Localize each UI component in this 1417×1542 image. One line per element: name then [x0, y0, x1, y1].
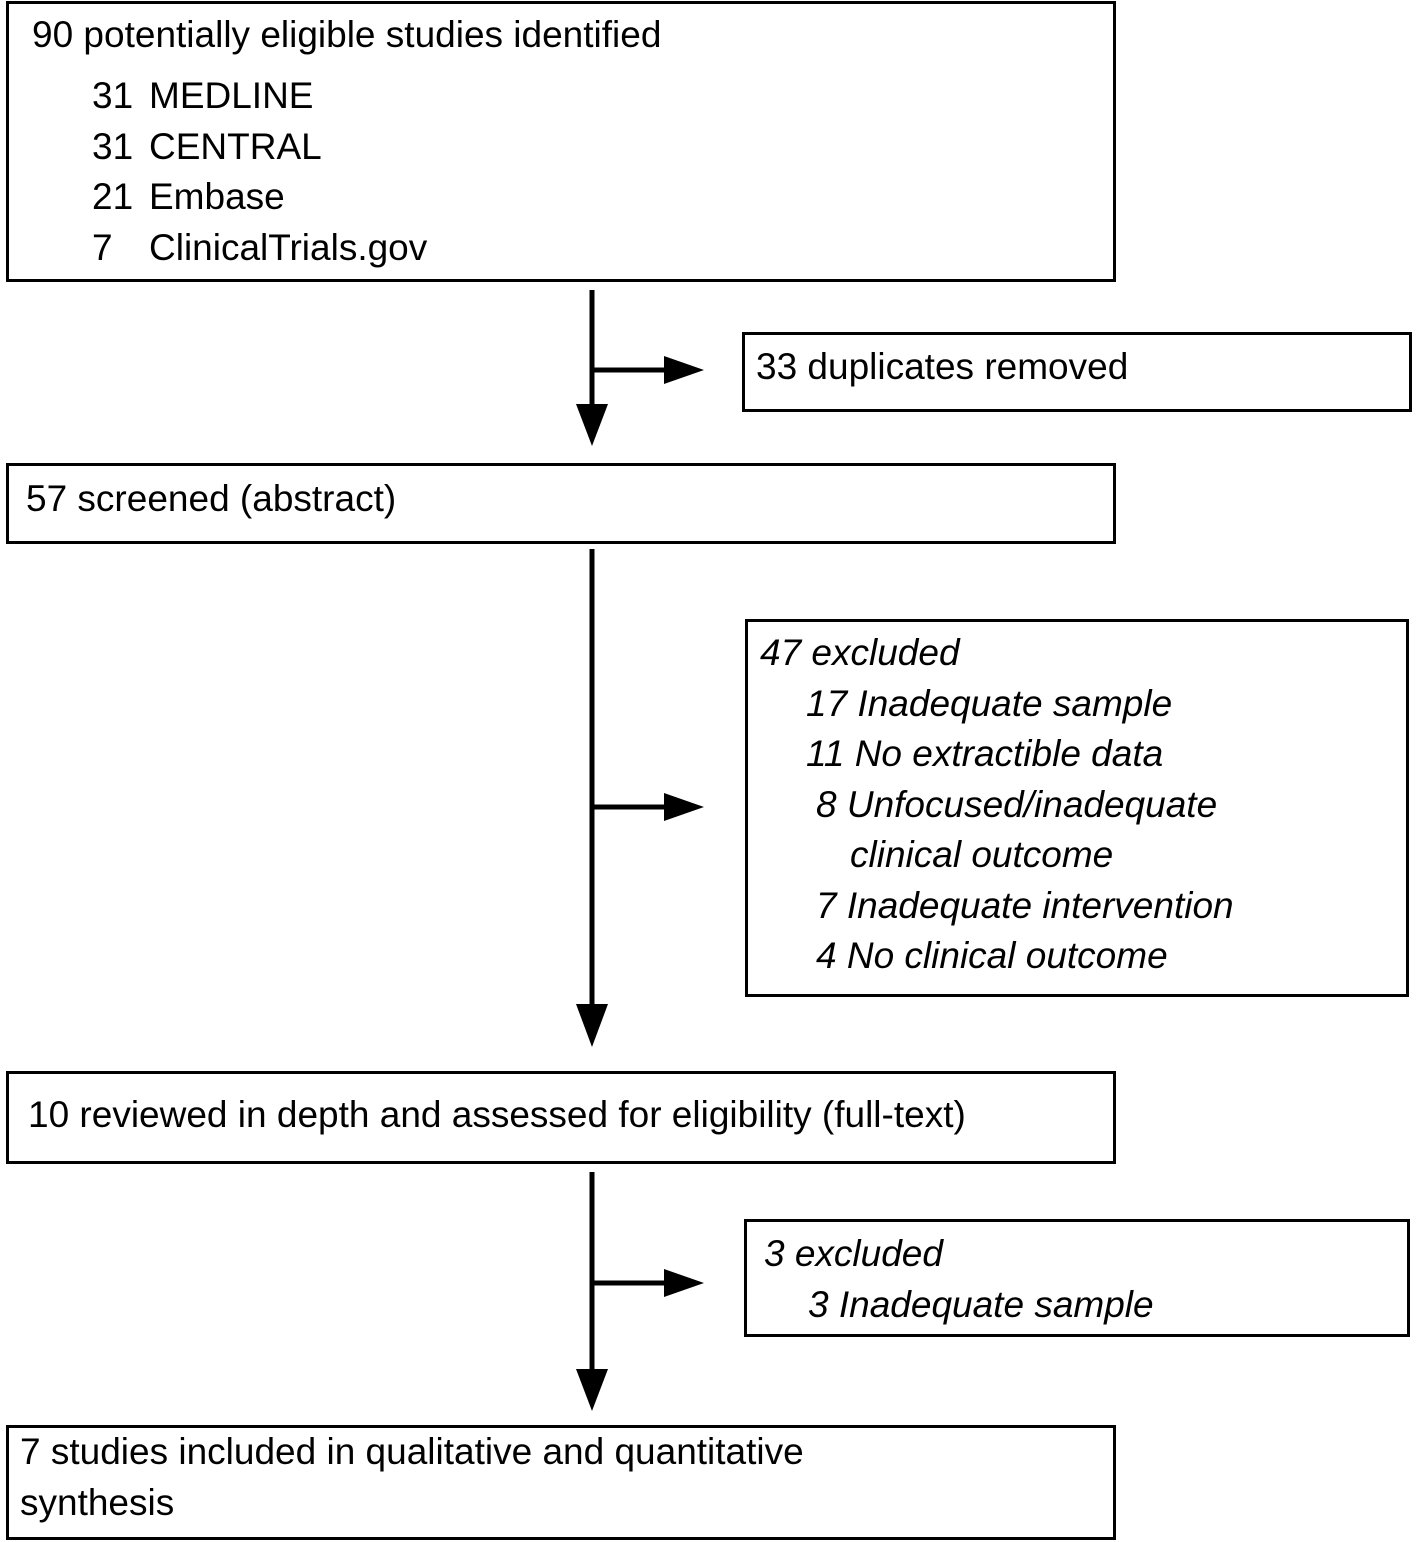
- included-box: [6, 1425, 1116, 1540]
- source-name-embase: Embase: [149, 176, 285, 217]
- identified-title: 90 potentially eligible studies identifi…: [32, 14, 662, 55]
- arrowhead-down-2: [576, 1004, 608, 1047]
- source-count-embase: 21: [92, 176, 134, 217]
- arrowhead-right-excluded-fulltext: [664, 1269, 704, 1297]
- screened-box: [6, 463, 1116, 544]
- excluded-reason-inadequate-intervention: 7 Inadequate intervention: [816, 885, 1234, 926]
- excluded-reason-inadequate-sample: 17 Inadequate sample: [806, 683, 1173, 724]
- excluded-reason-unfocused-continued: clinical outcome: [850, 834, 1114, 875]
- fulltext-box: [6, 1071, 1116, 1164]
- duplicates-box: [742, 332, 1412, 412]
- arrowhead-down-1: [576, 404, 608, 446]
- source-name-clinicaltrials: ClinicalTrials.gov: [149, 227, 428, 268]
- duplicates-text: 33 duplicates removed: [756, 346, 1129, 387]
- excluded-fulltext-reason: 3 Inadequate sample: [808, 1284, 1154, 1325]
- source-count-clinicaltrials: 7: [92, 227, 113, 268]
- included-line-1: 7 studies included in qualitative and qu…: [20, 1431, 804, 1472]
- source-count-medline: 31: [92, 75, 134, 116]
- excluded-fulltext-box: [744, 1219, 1410, 1337]
- arrowhead-right-excluded-abstract: [664, 793, 704, 821]
- excluded-reason-no-clinical-outcome: 4 No clinical outcome: [816, 935, 1168, 976]
- arrowhead-right-duplicates: [664, 356, 704, 384]
- screened-text: 57 screened (abstract): [26, 478, 397, 519]
- excluded-reason-no-extractible-data: 11 No extractible data: [806, 733, 1164, 774]
- source-name-medline: MEDLINE: [149, 75, 314, 116]
- excluded-reason-unfocused: 8 Unfocused/inadequate: [816, 784, 1218, 825]
- arrowhead-down-3: [576, 1369, 608, 1411]
- source-count-central: 31: [92, 126, 134, 167]
- source-name-central: CENTRAL: [149, 126, 322, 167]
- excluded-abstract-box: [745, 619, 1409, 997]
- identified-box: [6, 1, 1116, 282]
- fulltext-text: 10 reviewed in depth and assessed for el…: [28, 1094, 966, 1135]
- included-line-2: synthesis: [20, 1482, 175, 1523]
- excluded-abstract-title: 47 excluded: [760, 632, 960, 673]
- excluded-fulltext-title: 3 excluded: [764, 1233, 943, 1274]
